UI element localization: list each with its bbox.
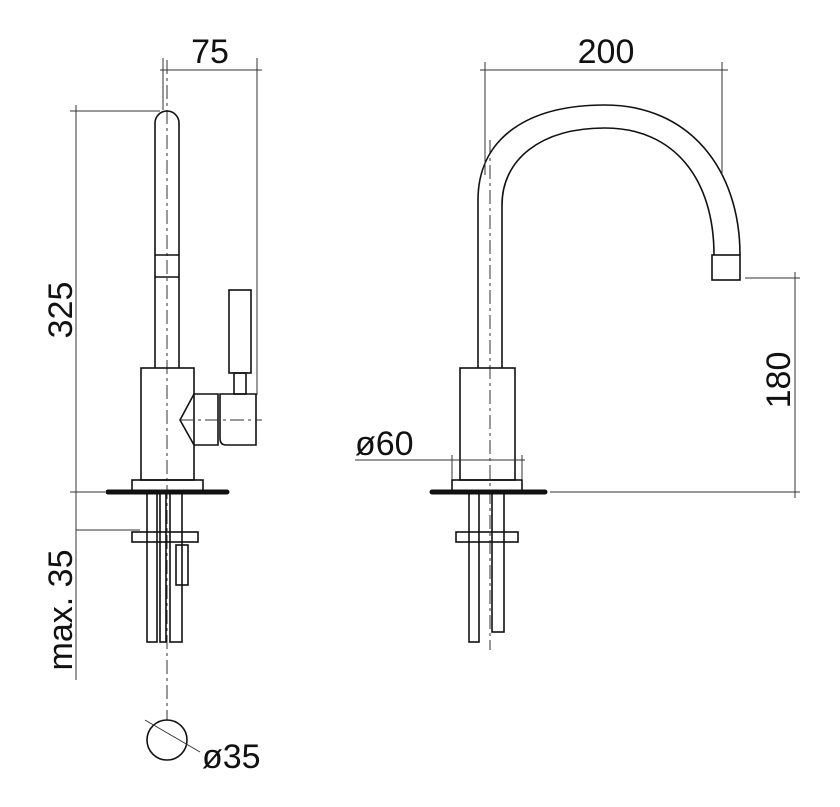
dim-max-35: max. 35 (42, 550, 80, 671)
dim-325: 325 (42, 282, 80, 339)
front-view (355, 62, 800, 650)
dim-diameter-60: ø60 (355, 425, 414, 463)
dim-diameter-35: ø35 (202, 738, 261, 776)
side-view (70, 58, 262, 761)
dim-75: 75 (191, 33, 229, 71)
dim-200: 200 (578, 33, 635, 71)
hole-circle (146, 719, 188, 761)
dim-180: 180 (760, 352, 798, 409)
